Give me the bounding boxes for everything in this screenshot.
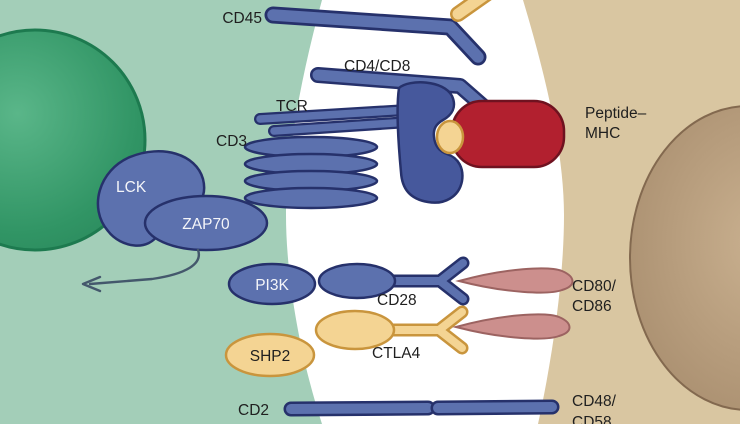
cd80-cd86-ligand-lower xyxy=(452,313,571,340)
cd48-cd58-label-line1: CD48/ xyxy=(572,393,617,410)
peptide-mhc-label-line2: MHC xyxy=(585,125,620,142)
pi3k-label: PI3K xyxy=(255,277,289,294)
cd80-cd86-label-line1: CD80/ xyxy=(572,278,617,295)
cd80-cd86-label-line2: CD86 xyxy=(572,298,612,315)
cd80-cd86-ligand-upper xyxy=(455,267,574,294)
cd2-receptor xyxy=(283,400,436,417)
lck-label: LCK xyxy=(116,179,147,196)
ctla4-receptor xyxy=(314,305,469,355)
pi3k-enzyme xyxy=(227,262,317,306)
cd45-label: CD45 xyxy=(222,10,262,27)
shp2-phosphatase xyxy=(224,332,316,378)
apc-nucleus xyxy=(629,105,740,411)
tcr-receptor-head xyxy=(396,81,464,204)
cd3-label: CD3 xyxy=(216,133,247,150)
zap70-kinase xyxy=(143,194,269,252)
cd48-cd58-label-line2: CD58 xyxy=(572,414,612,424)
shp2-label: SHP2 xyxy=(250,348,291,365)
apc-receptor-stub xyxy=(450,0,492,22)
ctla4-label: CTLA4 xyxy=(372,345,421,362)
cd45-receptor xyxy=(264,6,487,66)
signal-arrow xyxy=(81,248,201,293)
cd28-receptor xyxy=(317,256,470,306)
cd4-cd8-coreceptor xyxy=(310,67,492,115)
cd4-cd8-label: CD4/CD8 xyxy=(344,58,410,75)
tcr-label: TCR xyxy=(276,98,308,115)
cd48-cd58-ligand xyxy=(430,399,560,416)
cd28-label: CD28 xyxy=(377,292,417,309)
mhc-molecule xyxy=(450,99,566,169)
zap70-label: ZAP70 xyxy=(182,216,230,233)
peptide xyxy=(435,119,465,155)
cd3-complex xyxy=(243,135,379,210)
cd2-label: CD2 xyxy=(238,402,269,419)
peptide-mhc-label-line1: Peptide– xyxy=(585,105,647,122)
